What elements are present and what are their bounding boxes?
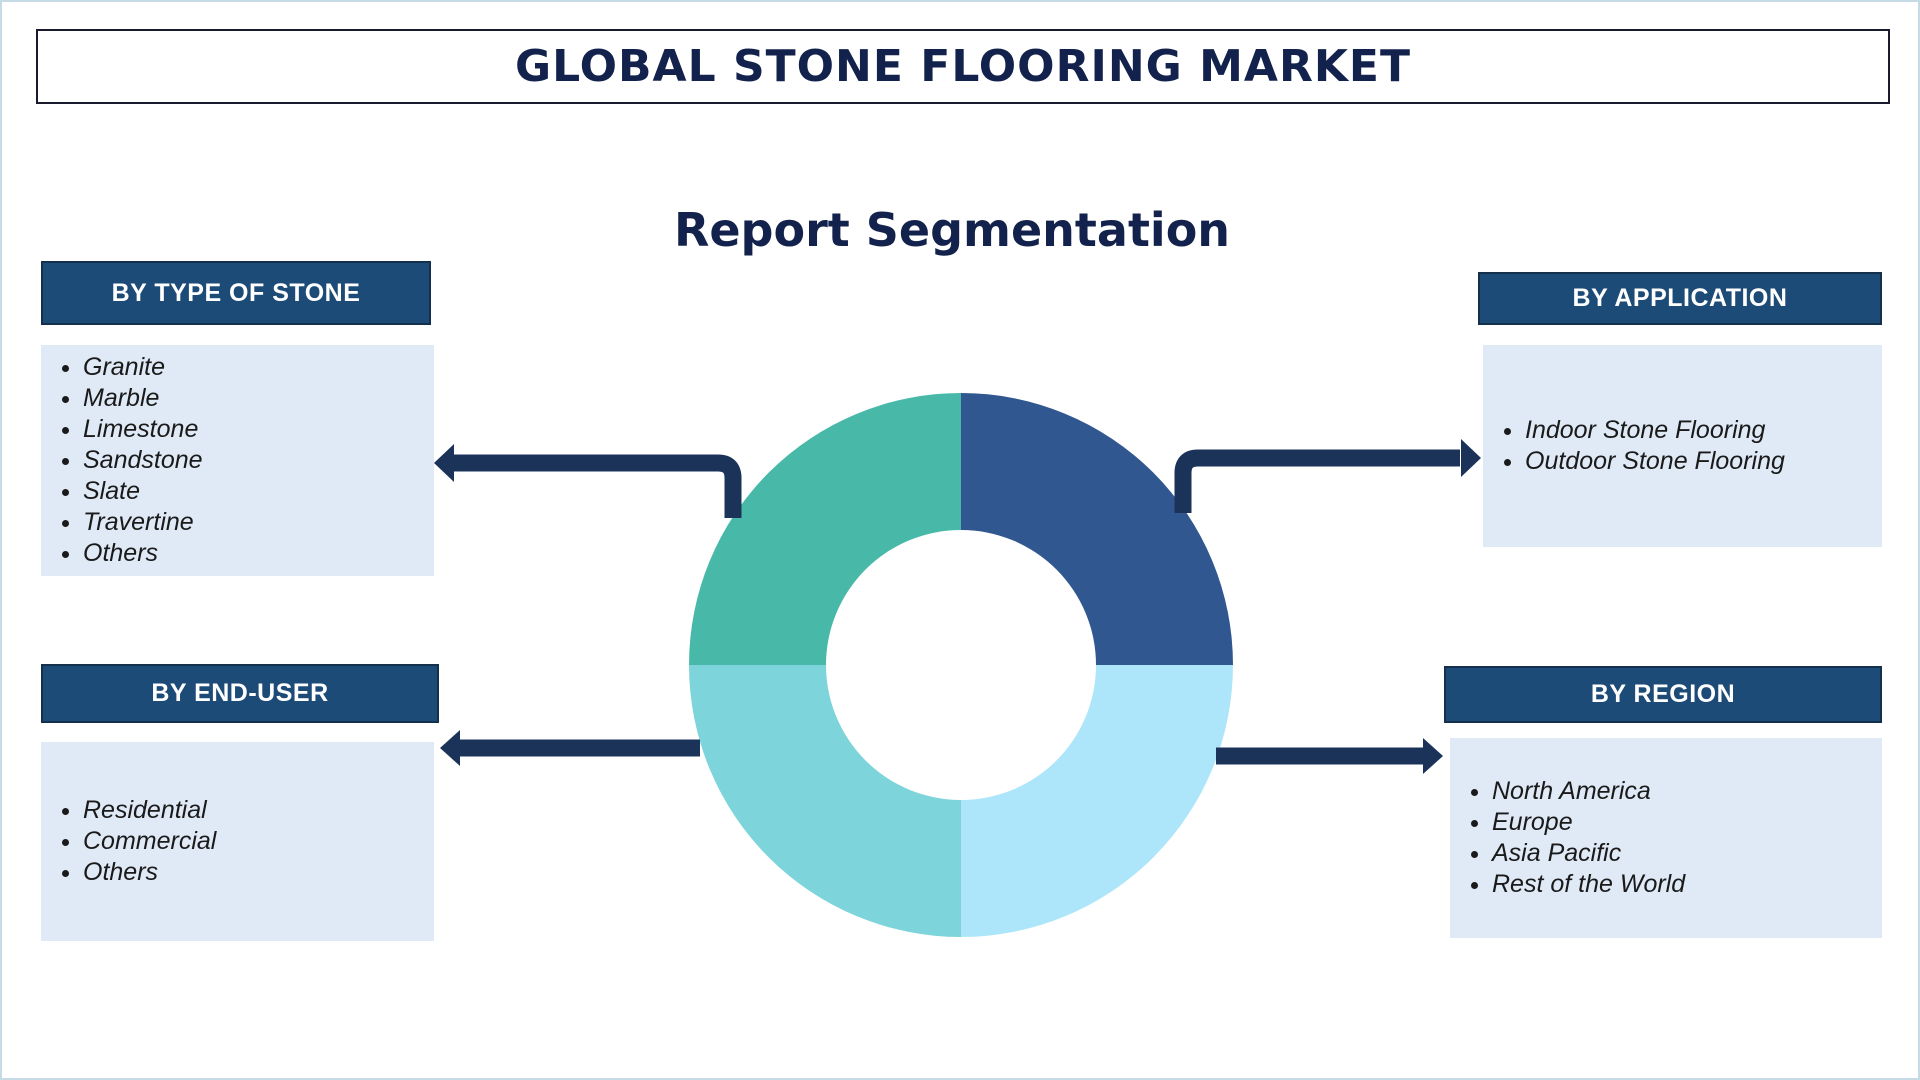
ring-segment-top-left [689,393,961,665]
list-item: North America [1492,776,1882,807]
list-item: Travertine [83,507,434,538]
application-panel: Indoor Stone Flooring Outdoor Stone Floo… [1483,345,1882,547]
list-item: Rest of the World [1492,869,1882,900]
region-panel: North America Europe Asia Pacific Rest o… [1450,738,1882,938]
list-item: Commercial [83,826,434,857]
end-user-list: Residential Commercial Others [41,795,434,888]
list-item: Slate [83,476,434,507]
list-item: Indoor Stone Flooring [1525,415,1882,446]
list-item: Others [83,538,434,569]
arrow-to-region [1216,738,1443,774]
list-item: Granite [83,352,434,383]
list-item: Asia Pacific [1492,838,1882,869]
end-user-header: BY END-USER [41,664,439,723]
list-item: Others [83,857,434,888]
ring-segment-bottom-right [961,665,1233,937]
title-box: GLOBAL STONE FLOORING MARKET [36,29,1890,104]
application-list: Indoor Stone Flooring Outdoor Stone Floo… [1483,415,1882,477]
ring-segment-top-right [961,393,1233,665]
report-subtitle: Report Segmentation [673,203,1231,257]
page-title: GLOBAL STONE FLOORING MARKET [515,41,1411,92]
arrow-to-application [1174,439,1481,513]
type-of-stone-list: Granite Marble Limestone Sandstone Slate… [41,352,434,569]
arrow-to-end-user [440,730,700,766]
list-item: Outdoor Stone Flooring [1525,446,1882,477]
region-header: BY REGION [1444,666,1882,723]
list-item: Residential [83,795,434,826]
list-item: Sandstone [83,445,434,476]
list-item: Marble [83,383,434,414]
ring-segment-bottom-left [689,665,961,937]
region-list: North America Europe Asia Pacific Rest o… [1450,776,1882,900]
list-item: Limestone [83,414,434,445]
list-item: Europe [1492,807,1882,838]
arrow-to-type-of-stone [434,444,742,518]
type-of-stone-panel: Granite Marble Limestone Sandstone Slate… [41,345,434,576]
end-user-panel: Residential Commercial Others [41,742,434,941]
type-of-stone-header: BY TYPE OF STONE [41,261,431,325]
application-header: BY APPLICATION [1478,272,1882,325]
